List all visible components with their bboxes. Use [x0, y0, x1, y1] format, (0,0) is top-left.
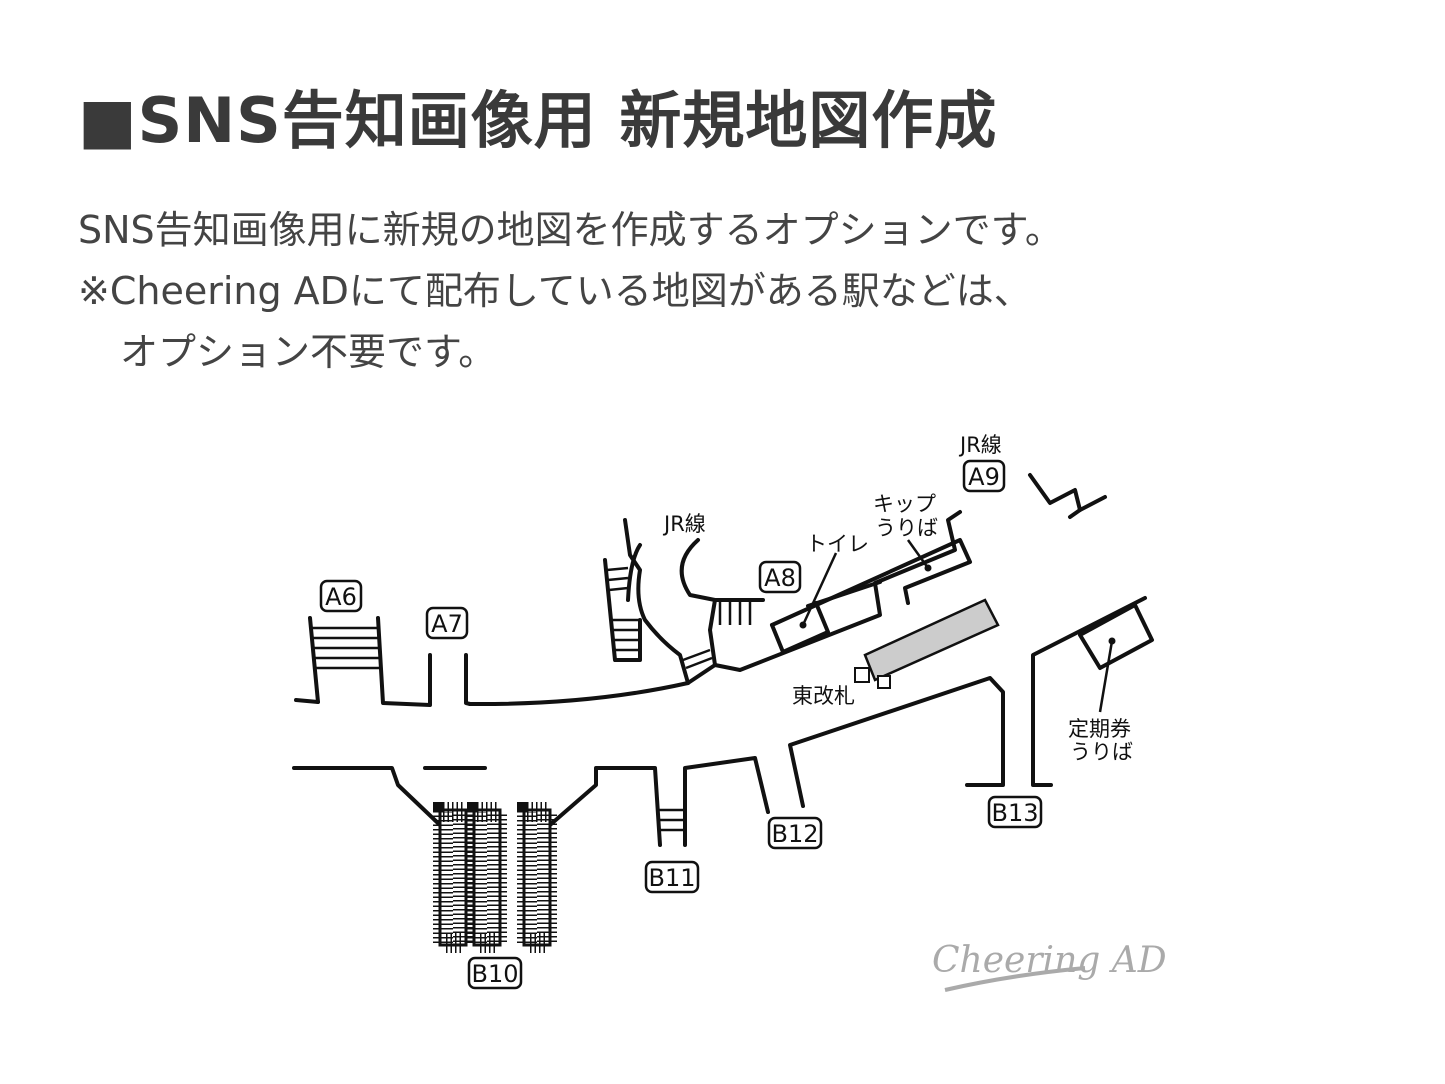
pass-office-label: うりば	[1070, 740, 1133, 764]
description-line: オプション不要です。	[120, 330, 497, 374]
exit-a9: A9	[968, 463, 1000, 491]
ticket-office-label: うりば	[875, 516, 938, 540]
exit-b12: B12	[771, 820, 818, 848]
cheering-ad-logo: Cheering AD	[932, 940, 1167, 992]
map-labels: JR線 JR線 キップ うりば トイレ 東改札 定期券 うりば	[662, 433, 1133, 764]
exit-a6: A6	[325, 583, 357, 611]
map-walls	[292, 473, 1154, 847]
description-line: ※Cheering ADにて配布している地図がある駅などは、	[78, 269, 1032, 313]
jr-line-label: JR線	[958, 433, 1002, 457]
exit-b11: B11	[648, 864, 695, 892]
exit-b10: B10	[471, 960, 518, 988]
escalators-b10	[433, 802, 557, 953]
exit-b13: B13	[991, 799, 1038, 827]
description-line: SNS告知画像用に新規の地図を作成するオプションです。	[78, 208, 1063, 252]
exit-a8: A8	[764, 564, 796, 592]
toilet-label: トイレ	[806, 532, 869, 556]
jr-line-label: JR線	[662, 512, 706, 536]
description: SNS告知画像用に新規の地図を作成するオプションです。 ※Cheering AD…	[78, 200, 1063, 383]
page-title: ■SNS告知画像用 新規地図作成	[78, 84, 998, 157]
pass-office-label: 定期券	[1068, 717, 1131, 741]
ticket-office-label: キップ	[873, 492, 936, 516]
east-gate-label: 東改札	[792, 684, 855, 708]
exit-badges: A6 A7 A8 A9 B10 B11 B12 B13	[319, 459, 1043, 990]
exit-a7: A7	[431, 610, 463, 638]
logo-text: Cheering AD	[932, 940, 1167, 981]
east-gate-concourse	[854, 598, 1000, 689]
stairs	[311, 566, 1000, 953]
points	[799, 539, 1116, 713]
